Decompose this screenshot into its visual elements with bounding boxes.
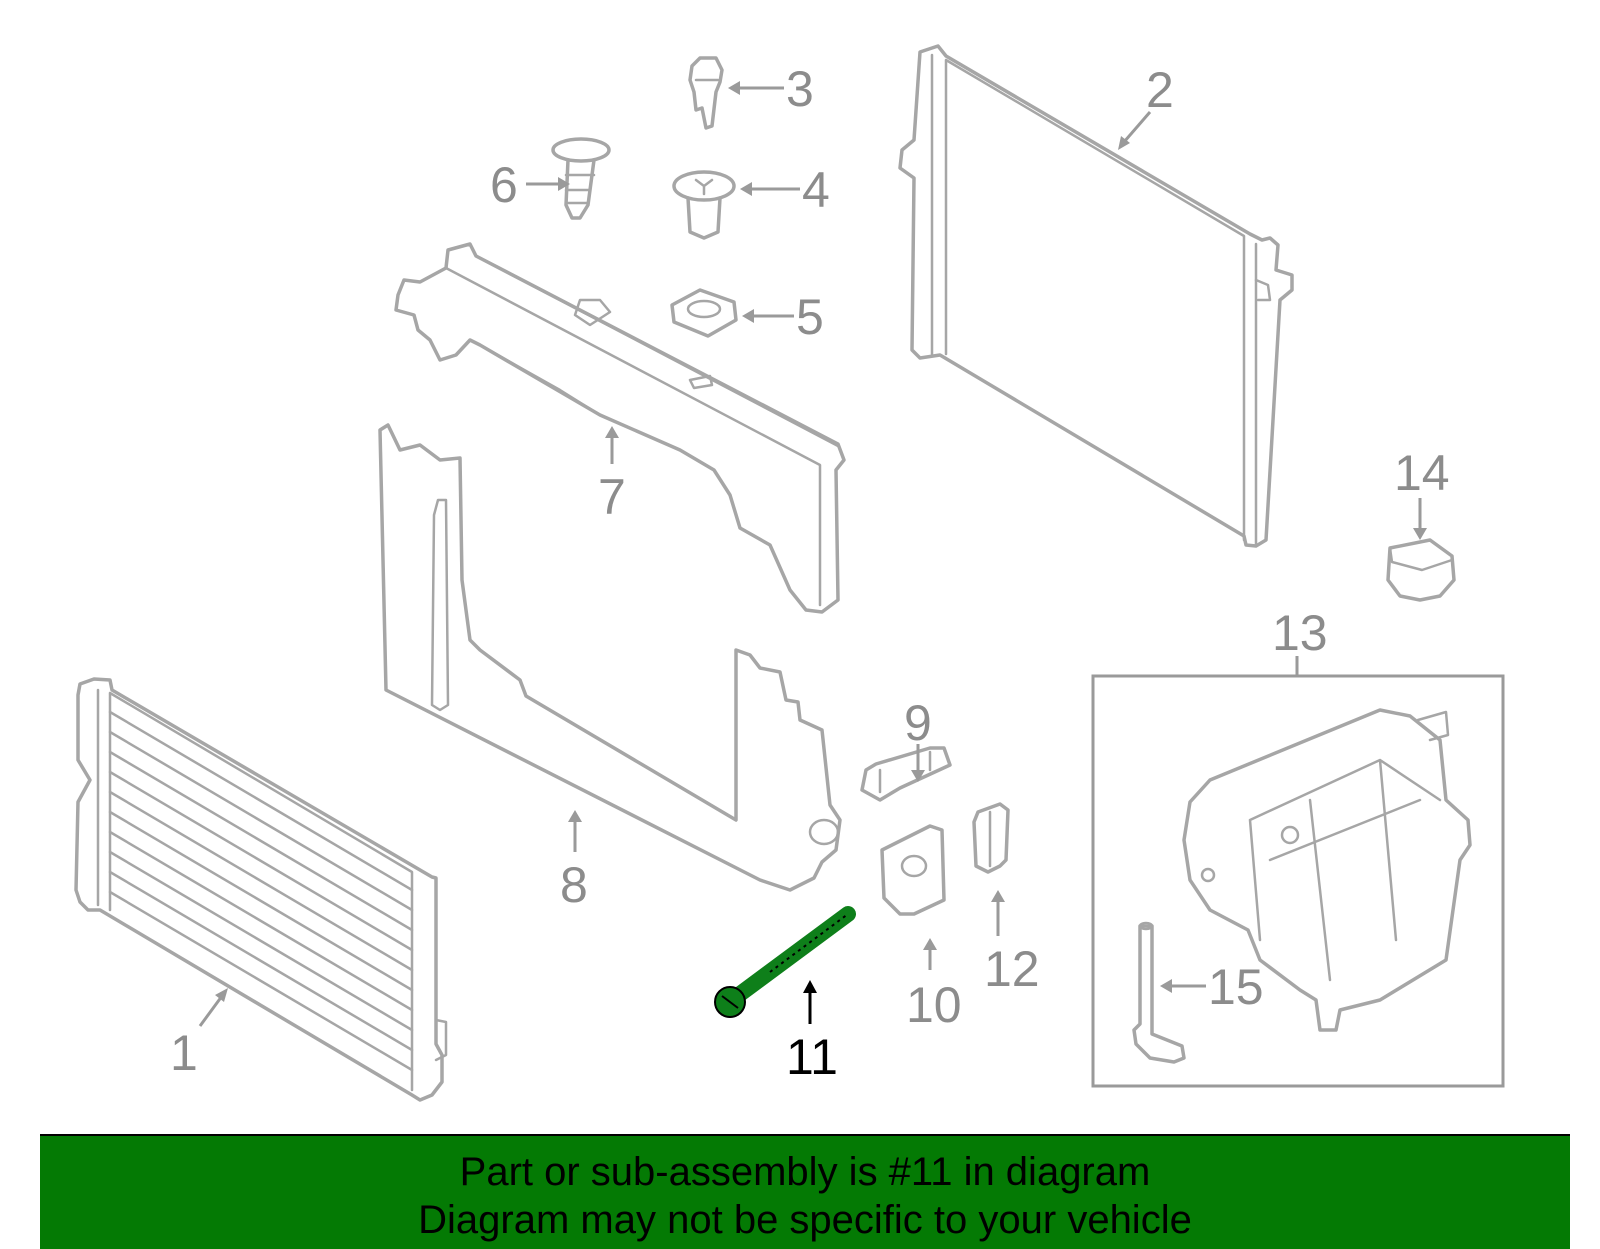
callout-label: 3 (786, 61, 814, 117)
part-1-condenser[interactable] (74, 677, 448, 1102)
callout-label: 14 (1394, 445, 1450, 501)
part-7-upper-support[interactable] (394, 242, 846, 614)
part-3-clip[interactable] (688, 56, 724, 130)
callout-5: 5 (742, 289, 824, 345)
callout-15: 15 (1160, 959, 1264, 1015)
part-9-bracket[interactable] (860, 746, 952, 802)
part-8-shroud[interactable] (378, 423, 842, 892)
callout-3: 3 (728, 61, 814, 117)
banner-line-1: Part or sub-assembly is #11 in diagram (459, 1150, 1151, 1194)
callout-4: 4 (740, 162, 830, 218)
part-15-sensor[interactable] (1132, 921, 1186, 1064)
callout-label: 5 (796, 289, 824, 345)
part-12-clip[interactable] (972, 802, 1010, 874)
callout-14: 14 (1394, 445, 1450, 540)
callout-label: 11 (786, 1029, 838, 1085)
part-5-pad[interactable] (670, 288, 738, 338)
callout-label: 13 (1272, 605, 1328, 661)
callout-11: 11 (786, 980, 838, 1085)
part-10-seal[interactable] (880, 824, 946, 916)
callout-label: 7 (598, 469, 626, 525)
part-2-radiator[interactable] (898, 44, 1294, 548)
callout-6: 6 (490, 157, 570, 213)
part-11-bolt[interactable] (714, 906, 856, 1018)
callout-7: 7 (598, 426, 626, 525)
callout-2: 2 (1118, 62, 1174, 150)
part-13-reservoir[interactable] (1182, 708, 1472, 1032)
callout-1: 1 (170, 988, 228, 1081)
callout-label: 12 (984, 941, 1040, 997)
callout-label: 4 (802, 162, 830, 218)
part-4-grommet[interactable] (672, 170, 736, 240)
callout-label: 15 (1208, 959, 1264, 1015)
callout-9: 9 (904, 695, 932, 782)
callout-label: 10 (906, 977, 962, 1033)
callout-label: 9 (904, 695, 932, 751)
callout-label: 1 (170, 1025, 198, 1081)
part-14-cap[interactable] (1386, 538, 1456, 602)
part-6-push-pin[interactable] (551, 137, 611, 220)
callout-label: 2 (1146, 62, 1174, 118)
callout-label: 8 (560, 857, 588, 913)
callout-label: 6 (490, 157, 518, 213)
callout-10: 10 (906, 938, 962, 1033)
banner-line-2: Diagram may not be specific to your vehi… (418, 1198, 1192, 1242)
callout-13: 13 (1272, 605, 1328, 676)
callout-8: 8 (560, 810, 588, 913)
info-banner: Part or sub-assembly is #11 in diagram D… (40, 1134, 1570, 1249)
callout-12: 12 (984, 890, 1040, 997)
